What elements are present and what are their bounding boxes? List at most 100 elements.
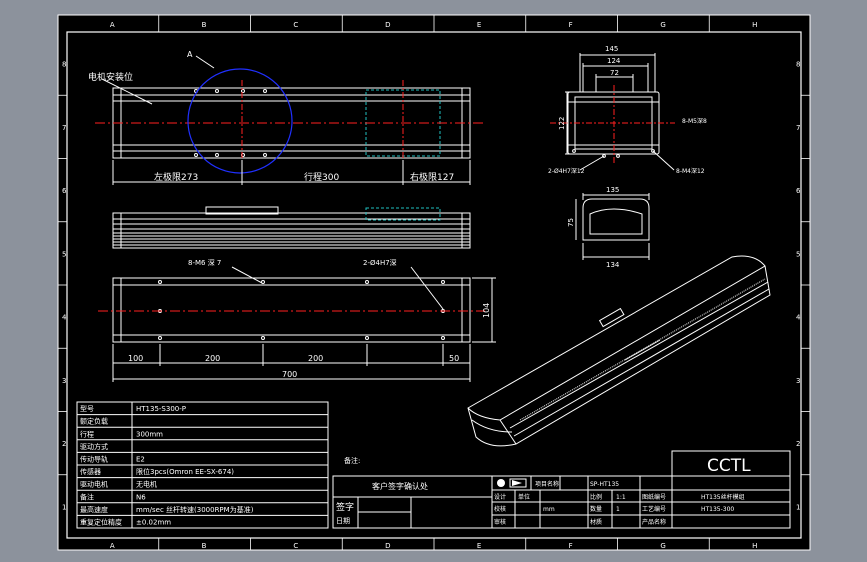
remark-label: 备注: xyxy=(344,456,360,465)
zone-row-8-left: 8 xyxy=(62,61,66,69)
dim-50: 50 xyxy=(449,354,459,363)
spec-label: 行程 xyxy=(80,429,94,438)
zone-row-7-right: 7 xyxy=(796,124,800,132)
zone-row-4-left: 4 xyxy=(62,314,67,322)
zone-column-g-top: G xyxy=(660,21,665,29)
zone-column-a-bottom: A xyxy=(110,542,115,550)
spec-label: 传感器 xyxy=(80,467,101,476)
ratio-value: 1:1 xyxy=(616,494,626,501)
spec-label: 驱动方式 xyxy=(80,442,108,451)
quantity-label: 数量 xyxy=(590,505,602,513)
zone-column-e-top: E xyxy=(477,21,481,29)
zone-row-8-right: 8 xyxy=(796,61,800,69)
design-label: 设计 xyxy=(494,493,506,501)
unit-value: mm xyxy=(543,506,555,513)
spec-value: 无电机 xyxy=(136,480,157,489)
dim-104: 104 xyxy=(482,303,491,318)
zone-column-d-top: D xyxy=(385,21,390,29)
spec-value: E2 xyxy=(136,455,145,463)
spec-label: 型号 xyxy=(80,404,94,413)
zone-column-f-top: F xyxy=(569,21,573,29)
end-note-m4: 8-M4深12 xyxy=(676,167,705,175)
product-description: HT135丝杆模组 xyxy=(701,493,745,501)
bottom-view xyxy=(98,266,496,382)
end-view xyxy=(550,53,675,171)
spec-label: 额定负载 xyxy=(80,417,108,426)
detail-a-label: A xyxy=(187,50,193,59)
side-view xyxy=(112,206,471,249)
zone-row-6-right: 6 xyxy=(796,187,801,195)
zone-row-3-right: 3 xyxy=(796,377,800,385)
zone-row-1-right: 1 xyxy=(796,503,800,511)
dim-700: 700 xyxy=(282,370,297,379)
zone-row-5-right: 5 xyxy=(796,250,800,258)
end-dim-124: 124 xyxy=(607,57,621,65)
spec-label: 驱动电机 xyxy=(80,480,108,489)
hole-note-pin: 2-Ø4H7深 xyxy=(363,258,397,267)
end-dim-145: 145 xyxy=(605,45,618,53)
spec-value: HT135-S300-P xyxy=(136,405,186,413)
zone-column-c-bottom: C xyxy=(293,542,298,550)
spec-table xyxy=(76,401,329,529)
end-note-m5: 8-M5深8 xyxy=(682,117,707,125)
spec-value: ±0.02mm xyxy=(136,518,171,526)
motor-position-label: 电机安装位 xyxy=(88,71,133,83)
section-dim-135: 135 xyxy=(606,186,619,194)
iso-outline xyxy=(467,255,771,447)
spec-label: 重复定位精度 xyxy=(80,517,122,526)
date-label: 日期 xyxy=(336,517,350,525)
ratio-label: 比例 xyxy=(590,493,602,501)
spec-value: N6 xyxy=(136,493,146,501)
zone-row-6-left: 6 xyxy=(62,187,67,195)
zone-column-b-top: B xyxy=(202,21,207,29)
section-profile xyxy=(582,198,650,241)
spec-value: mm/sec 丝杆转速(3000RPM为基准) xyxy=(136,505,254,514)
section-view xyxy=(575,193,650,260)
zone-column-c-top: C xyxy=(293,21,298,29)
section-dim-75: 75 xyxy=(567,218,575,227)
sign-header: 签字 xyxy=(336,501,354,513)
zone-column-e-bottom: E xyxy=(477,542,481,550)
zone-column-d-bottom: D xyxy=(385,542,390,550)
logo-mark xyxy=(497,478,527,488)
sheet-border xyxy=(57,14,811,551)
side-view-carriage xyxy=(205,206,279,215)
hole-note-m6: 8-M6 深 7 xyxy=(188,258,221,267)
spec-value: 限位3pcs(Omron EE-SX-674) xyxy=(136,467,234,476)
project-label: 项目名称 xyxy=(535,480,559,488)
dim-200-b: 200 xyxy=(308,354,323,363)
spec-label: 传动导轨 xyxy=(80,454,108,463)
zone-row-1-left: 1 xyxy=(62,503,66,511)
front-view xyxy=(95,55,485,185)
bottom-view-body xyxy=(112,277,471,343)
zone-column-h-top: H xyxy=(752,21,757,29)
spec-label: 备注 xyxy=(80,492,94,501)
zone-column-g-bottom: G xyxy=(660,542,665,550)
end-note-pin: 2-Ø4H7深12 xyxy=(548,167,585,175)
zone-row-7-left: 7 xyxy=(62,124,66,132)
quantity-value: 1 xyxy=(616,506,620,513)
zone-column-b-bottom: B xyxy=(202,542,207,550)
detail-a-circle xyxy=(187,68,293,174)
approve-label: 审核 xyxy=(494,518,506,526)
title-block xyxy=(332,450,791,529)
bottom-view-holes xyxy=(158,280,445,340)
stroke-label: 行程300 xyxy=(304,171,339,183)
zone-row-5-left: 5 xyxy=(62,250,66,258)
dim-200-a: 200 xyxy=(205,354,220,363)
material-label: 材质 xyxy=(590,518,602,526)
dim-100: 100 xyxy=(128,354,143,363)
company-logo: CCTL xyxy=(707,456,751,476)
end-dim-122: 122 xyxy=(558,117,566,130)
zone-row-4-right: 4 xyxy=(796,314,801,322)
spec-value: 300mm xyxy=(136,430,163,438)
end-dim-72: 72 xyxy=(610,69,619,77)
zone-row-2-left: 2 xyxy=(62,440,66,448)
process-label: 工艺编号 xyxy=(642,505,666,513)
drawing-label: 图纸编号 xyxy=(642,493,666,501)
zone-row-2-right: 2 xyxy=(796,440,800,448)
zone-column-h-bottom: H xyxy=(752,542,757,550)
customer-confirm-label: 客户签字确认处 xyxy=(372,481,428,491)
